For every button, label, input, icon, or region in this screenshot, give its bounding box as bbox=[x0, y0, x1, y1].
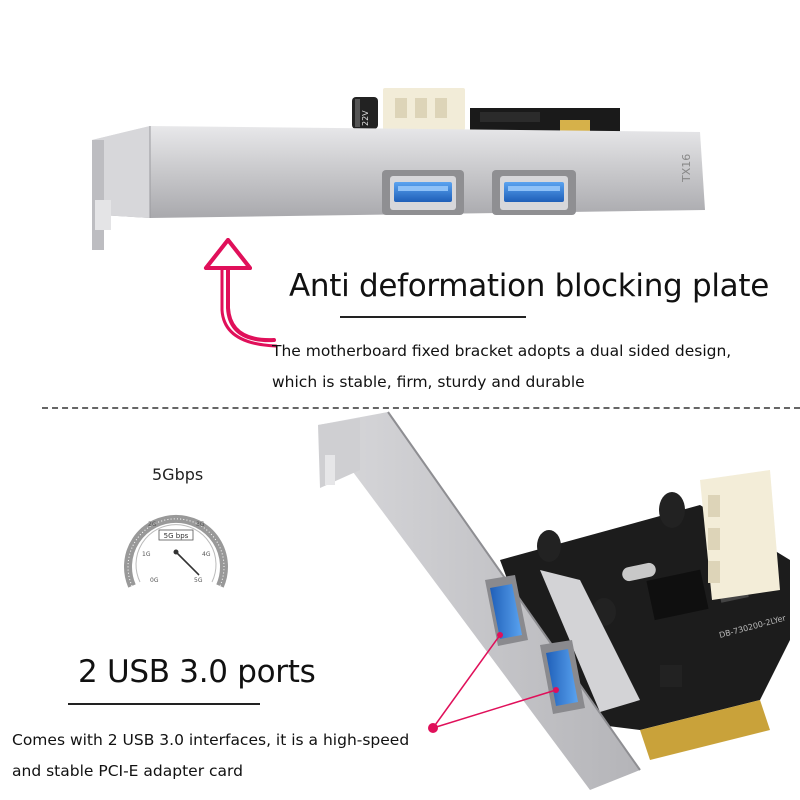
usb-pointer-lines bbox=[428, 632, 559, 733]
gauge-needle bbox=[175, 551, 200, 576]
section-divider bbox=[42, 407, 800, 409]
card-angled-photo: DB-730200-2LYer bbox=[318, 411, 790, 790]
gauge-caption: 5Gbps bbox=[152, 465, 204, 484]
bottom-heading-underline bbox=[68, 703, 260, 705]
usb-port-right bbox=[492, 170, 576, 215]
bracket-front-photo: 22V TX16 bbox=[92, 88, 705, 250]
gauge-tick-0: 0G bbox=[150, 577, 159, 584]
bottom-description-line-1: Comes with 2 USB 3.0 interfaces, it is a… bbox=[12, 731, 410, 749]
usb-port-left bbox=[382, 170, 464, 215]
top-heading-underline bbox=[340, 316, 526, 318]
usb-port-upper-angled bbox=[485, 575, 528, 646]
board-voltage-text: 22V bbox=[361, 110, 370, 126]
top-heading: Anti deformation blocking plate bbox=[289, 268, 769, 304]
speed-gauge: 5G bps 0G 1G 2G 3G 4G 5G bbox=[124, 514, 228, 588]
gauge-center-label: 5G bps bbox=[164, 532, 189, 540]
bottom-description-line-2: and stable PCI-E adapter card bbox=[12, 762, 243, 780]
gauge-tick-1: 1G bbox=[142, 551, 151, 558]
gauge-tick-2: 2G bbox=[148, 521, 157, 528]
bracket-engraving: TX16 bbox=[680, 154, 693, 183]
gauge-tick-4: 4G bbox=[202, 551, 211, 558]
bottom-heading: 2 USB 3.0 ports bbox=[78, 654, 316, 690]
top-description-line-1: The motherboard fixed bracket adopts a d… bbox=[272, 342, 732, 360]
molex-connector-angled bbox=[700, 470, 780, 600]
gauge-tick-5: 5G bbox=[194, 577, 203, 584]
gauge-tick-3: 3G bbox=[196, 521, 205, 528]
capacitor: 22V bbox=[352, 97, 378, 129]
curved-arrow-icon bbox=[204, 238, 278, 348]
top-description-line-2: which is stable, firm, sturdy and durabl… bbox=[272, 373, 585, 391]
molex-connector bbox=[383, 88, 465, 130]
